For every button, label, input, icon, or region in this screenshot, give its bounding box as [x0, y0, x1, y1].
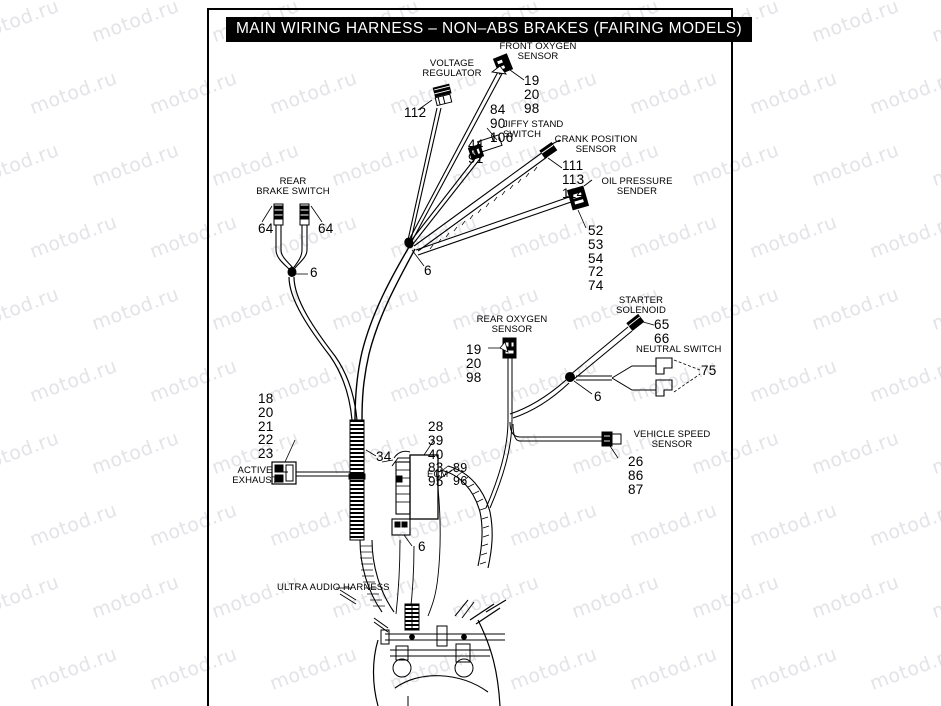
watermark-text: motod.ru	[26, 643, 121, 695]
watermark-text: motod.ru	[867, 67, 941, 119]
watermark-text: motod.ru	[747, 67, 840, 119]
rear-brake-switch-number-left: 64	[258, 221, 274, 236]
starter-solenoid-tie-number: 6	[594, 389, 602, 404]
watermark-text: motod.ru	[0, 139, 62, 191]
starter-solenoid-label: STARTER SOLENOID	[616, 295, 666, 316]
page-title: MAIN WIRING HARNESS – NON–ABS BRAKES (FA…	[226, 17, 753, 42]
watermark-text: motod.ru	[0, 427, 62, 479]
starter-solenoid-numbers: 65 66	[654, 317, 670, 346]
watermark-text: motod.ru	[89, 139, 182, 191]
watermark-text: motod.ru	[867, 355, 941, 407]
voltage-regulator-label: VOLTAGE REGULATOR	[422, 58, 482, 79]
watermark-text: motod.ru	[929, 427, 941, 479]
active-exhaust-label: ACTIVE EXHAUST	[232, 465, 278, 486]
neutral-switch-label: NEUTRAL SWITCH	[636, 344, 722, 355]
vehicle-speed-sensor-numbers: 26 86 87	[628, 454, 644, 497]
watermark-text: motod.ru	[746, 643, 841, 695]
watermark-text: motod.ru	[809, 139, 902, 191]
watermark-text: motod.ru	[809, 283, 902, 335]
crank-position-sensor-numbers: 111 113 114	[562, 158, 585, 201]
watermark-text: motod.ru	[89, 283, 182, 335]
watermark-text: motod.ru	[929, 139, 941, 191]
front-oxygen-sensor-label: FRONT OXYGEN SENSOR	[499, 41, 577, 62]
ultra-audio-harness-label: ULTRA AUDIO HARNESS	[277, 582, 390, 593]
oil-pressure-sender-numbers: 52 53 54 72 74	[588, 223, 604, 294]
watermark-text: motod.ru	[27, 67, 120, 119]
diagram-border	[207, 8, 733, 706]
ecm-tie-number: 6	[418, 539, 426, 554]
voltage-regulator-number: 112	[404, 105, 427, 120]
watermark-text: motod.ru	[929, 571, 941, 623]
oil-pressure-sender-label: OIL PRESSURE SENDER	[601, 176, 673, 197]
neutral-switch-number: 75	[701, 363, 717, 378]
front-oxygen-sensor-numbers: 19 20 98	[524, 73, 540, 116]
vehicle-speed-sensor-label: VEHICLE SPEED SENSOR	[633, 429, 711, 450]
watermark-text: motod.ru	[929, 283, 941, 335]
watermark-text: motod.ru	[747, 355, 840, 407]
watermark-text: motod.ru	[0, 283, 62, 335]
rear-oxygen-sensor-numbers: 19 20 98	[466, 342, 482, 385]
rear-brake-switch-label: REAR BRAKE SWITCH	[256, 176, 330, 197]
watermark-text: motod.ru	[867, 211, 941, 263]
watermark-text: motod.ru	[27, 499, 120, 551]
watermark-text: motod.ru	[809, 427, 902, 479]
rear-brake-switch-tie-number: 6	[310, 265, 318, 280]
rear-oxygen-sensor-label: REAR OXYGEN SENSOR	[476, 314, 548, 335]
watermark-text: motod.ru	[89, 427, 182, 479]
watermark-text: motod.ru	[27, 211, 120, 263]
watermark-text: motod.ru	[929, 0, 941, 47]
watermark-text: motod.ru	[866, 643, 941, 695]
ecm-numbers-right: 89 96	[453, 461, 468, 488]
watermark-text: motod.ru	[89, 571, 182, 623]
watermark-text: motod.ru	[747, 499, 840, 551]
jiffy-stand-switch-numbers-lower: 44 91	[468, 137, 484, 166]
jiffy-stand-switch-label: JIFFY STAND SWITCH	[503, 119, 564, 140]
watermark-text: motod.ru	[27, 355, 120, 407]
ecm-number-left: 34	[376, 449, 392, 464]
watermark-text: motod.ru	[89, 0, 182, 47]
watermark-text: motod.ru	[0, 571, 62, 623]
main-junction-tie-number: 6	[424, 263, 432, 278]
crank-position-sensor-label: CRANK POSITION SENSOR	[554, 134, 638, 155]
watermark-text: motod.ru	[747, 211, 840, 263]
active-exhaust-numbers: 18 20 21 22 23	[258, 391, 274, 462]
watermark-text: motod.ru	[867, 499, 941, 551]
rear-brake-switch-number-right: 64	[318, 221, 334, 236]
watermark-text: motod.ru	[809, 0, 902, 47]
watermark-text: motod.ru	[0, 0, 62, 47]
ecm-label: ECM	[427, 469, 449, 480]
watermark-text: motod.ru	[809, 571, 902, 623]
